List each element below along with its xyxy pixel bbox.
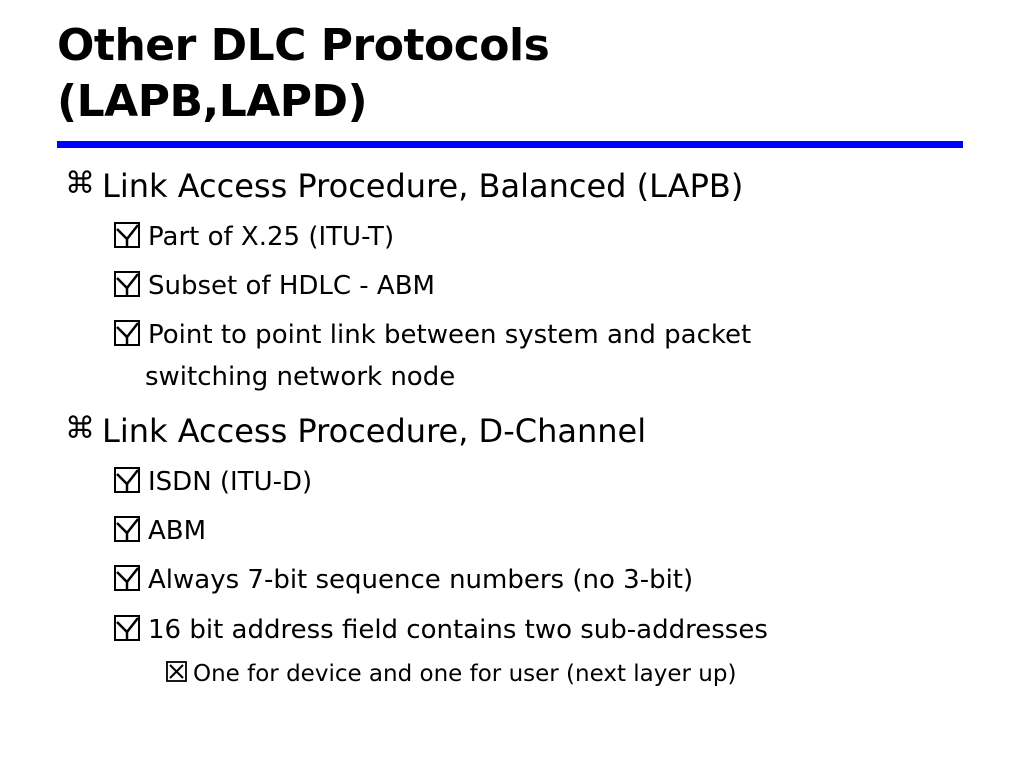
bullet-text: One for device and one for user (next la… (193, 661, 737, 687)
bullet-continuation-text: switching network node (145, 362, 456, 392)
bullet-item-sequence-numbers: Always 7-bit sequence numbers (no 3-bit) (114, 560, 693, 601)
bullet-text: ISDN (ITU-D) (148, 467, 313, 497)
bullet-item-part-of-x25: Part of X.25 (ITU-T) (114, 217, 394, 258)
checkbox-check-icon (114, 515, 140, 542)
slide-title-line-2: (LAPB,LAPD) (57, 76, 368, 127)
command-key-icon: ⌘ (65, 166, 95, 201)
bullet-item-point-to-point: Point to point link between system and p… (114, 315, 751, 356)
bullet-item-device-user: One for device and one for user (next la… (166, 659, 736, 689)
checkbox-check-icon (114, 221, 140, 248)
title-divider-rule (57, 141, 963, 148)
bullet-item-isdn: ISDN (ITU-D) (114, 462, 312, 503)
checkbox-check-icon (114, 564, 140, 591)
slide-title-line-1: Other DLC Protocols (57, 20, 550, 71)
bullet-item-lapd: ⌘Link Access Procedure, D-Channel (64, 411, 646, 451)
checkbox-check-icon (114, 319, 140, 346)
command-key-icon: ⌘ (65, 411, 95, 446)
checkbox-check-icon (114, 466, 140, 493)
bullet-item-abm: ABM (114, 511, 206, 552)
bullet-text: 16 bit address field contains two sub-ad… (148, 615, 768, 645)
checkbox-check-icon (114, 614, 140, 641)
bullet-text: Always 7-bit sequence numbers (no 3-bit) (148, 565, 694, 595)
bullet-item-address-field: 16 bit address field contains two sub-ad… (114, 610, 768, 651)
checkbox-cross-icon (166, 661, 187, 682)
slide-title: Other DLC Protocols (LAPB,LAPD) (57, 18, 957, 130)
bullet-text: Link Access Procedure, Balanced (LAPB) (102, 167, 744, 205)
bullet-text: Subset of HDLC - ABM (148, 271, 435, 301)
bullet-item-lapb: ⌘Link Access Procedure, Balanced (LAPB) (64, 166, 743, 206)
bullet-item-subset-hdlc: Subset of HDLC - ABM (114, 266, 435, 307)
bullet-text: Link Access Procedure, D-Channel (102, 412, 647, 450)
checkbox-check-icon (114, 270, 140, 297)
bullet-text: Part of X.25 (ITU-T) (148, 222, 395, 252)
bullet-text: ABM (148, 516, 207, 546)
bullet-text: Point to point link between system and p… (148, 320, 752, 350)
